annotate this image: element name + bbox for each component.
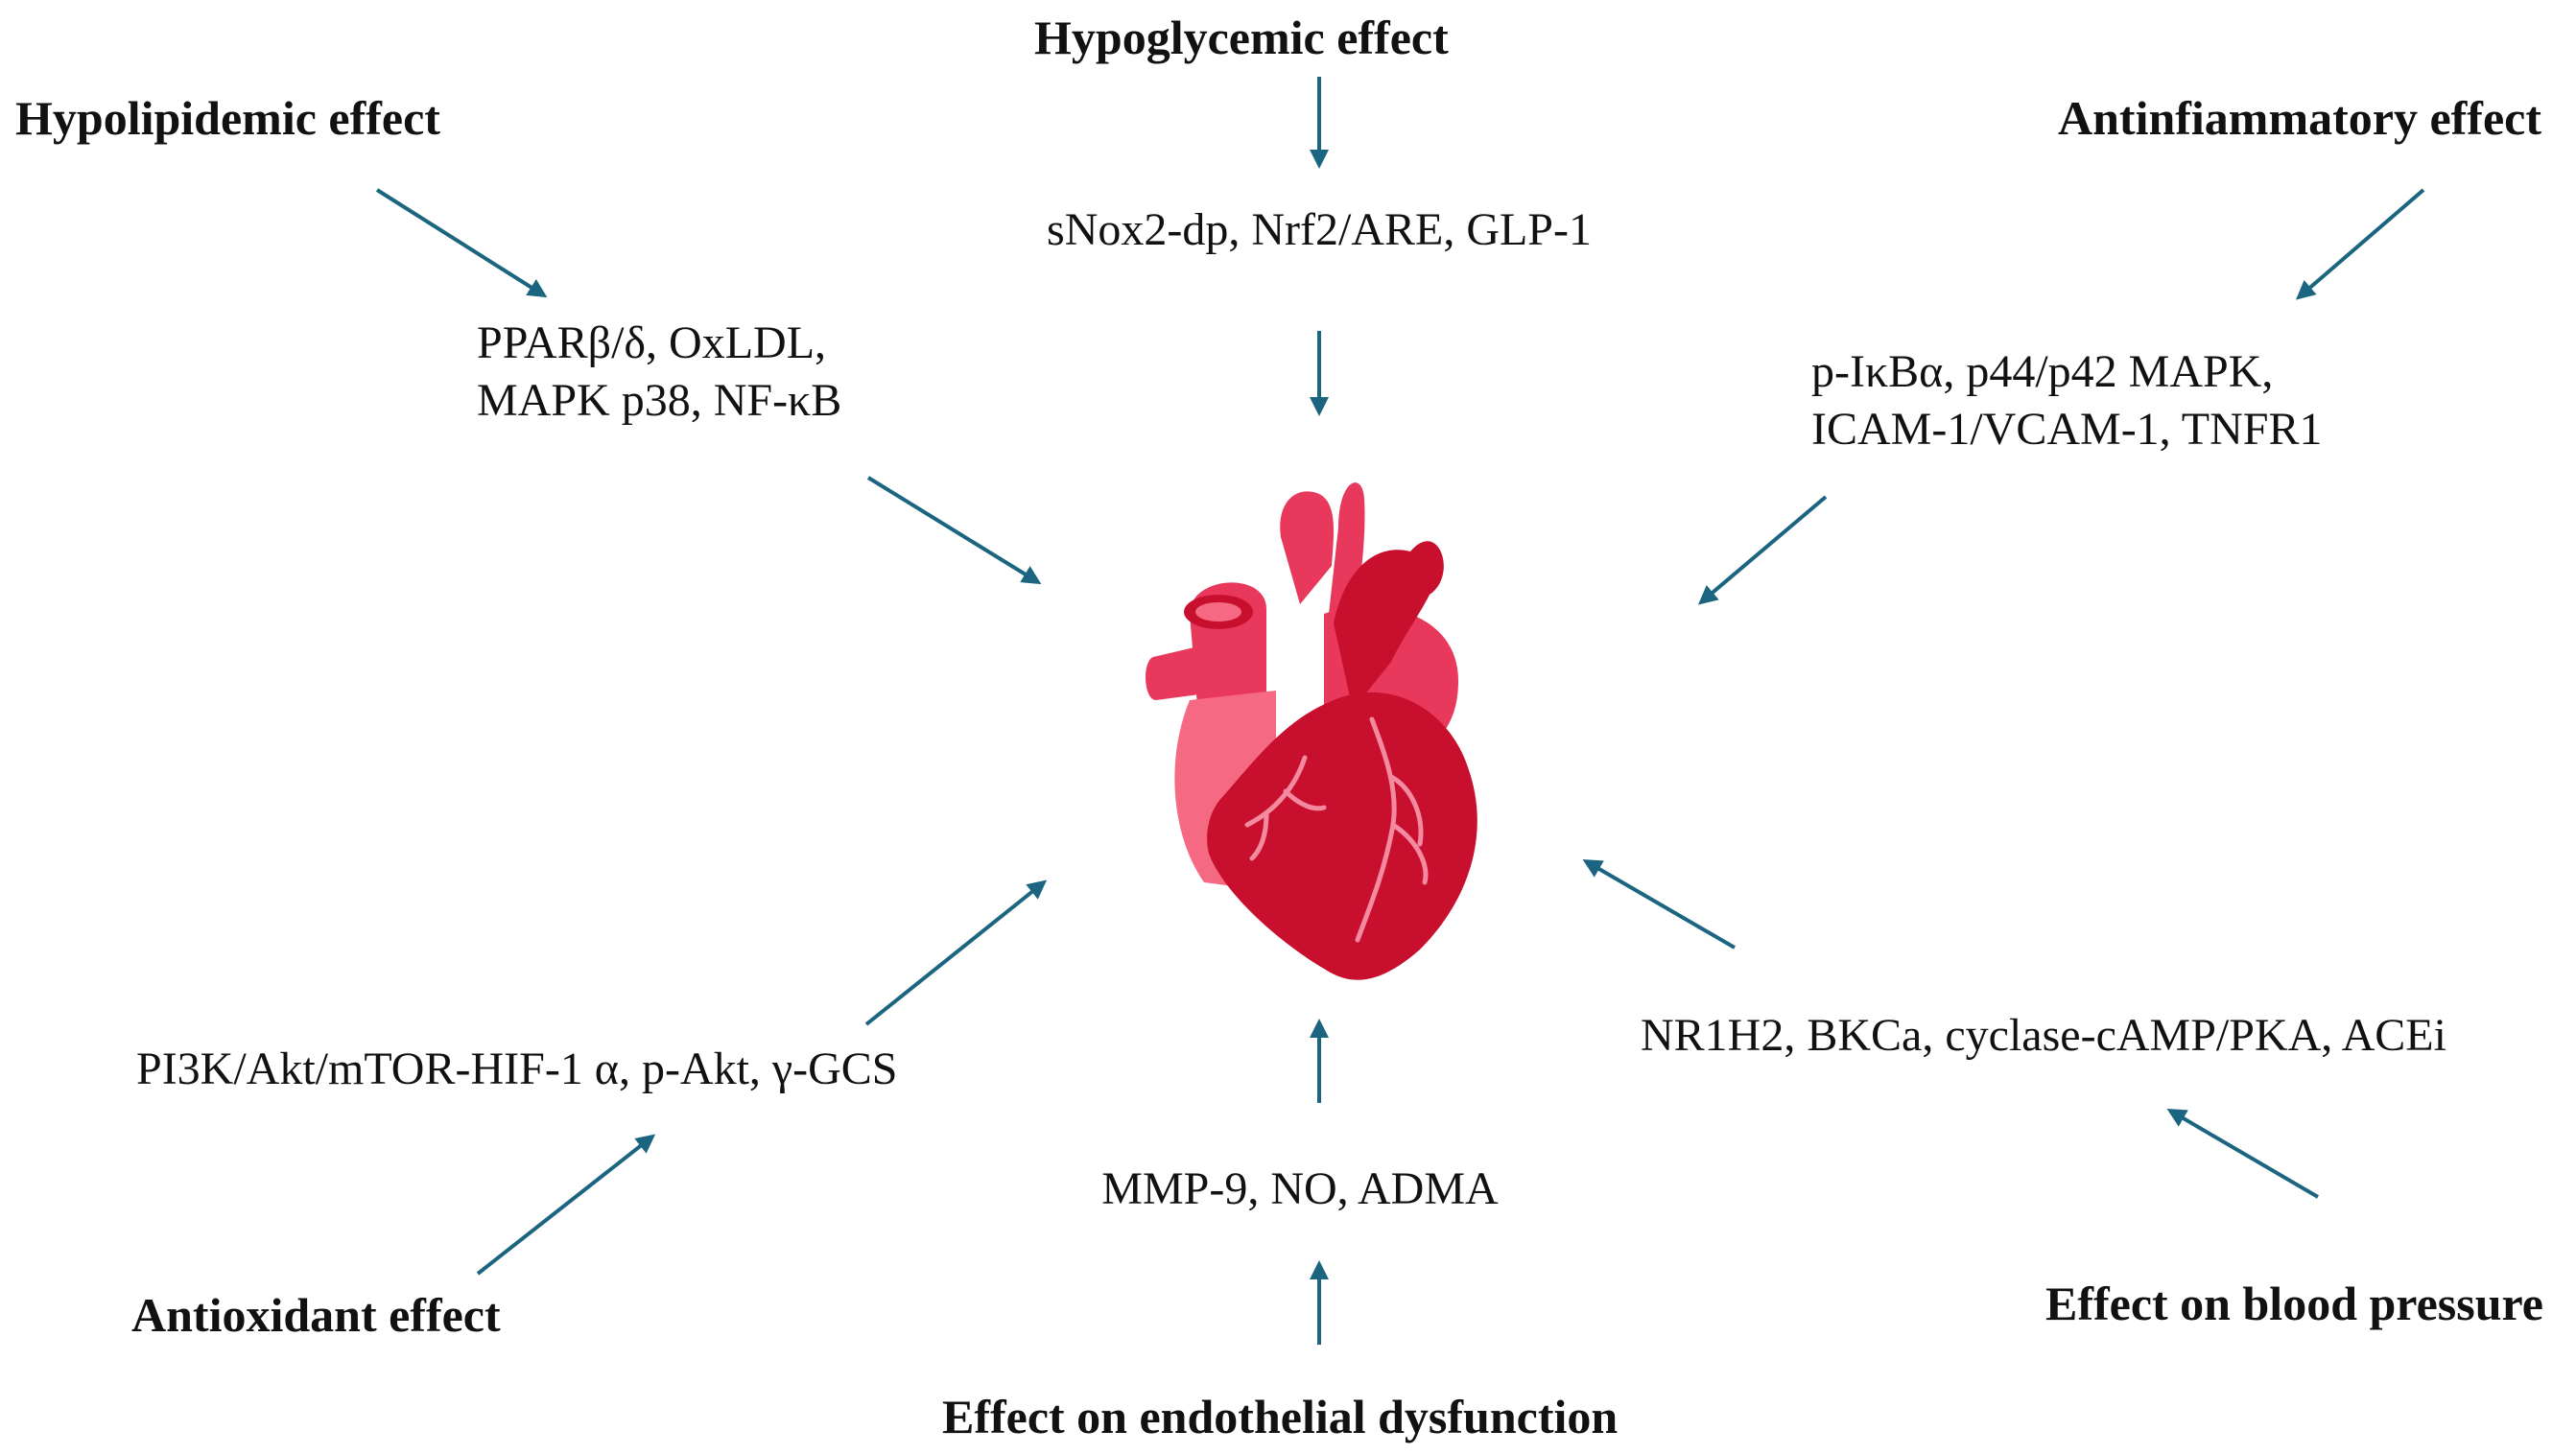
mechanism-line: MAPK p38, NF-κB <box>477 375 842 426</box>
mechanism-line: MMP-9, NO, ADMA <box>1101 1163 1499 1214</box>
arrow-antioxidant-to-mechanism <box>476 1134 656 1276</box>
arrow-blood-pressure-to-mechanism <box>2166 1108 2320 1199</box>
blood-pressure-mechanisms: NR1H2, BKCa, cyclase-cAMP/PKA, ACEi <box>1641 1007 2446 1065</box>
hypolipidemic-effect-title: Hypolipidemic effect <box>15 91 440 145</box>
mechanism-line: PPARβ/δ, OxLDL, <box>477 317 827 368</box>
arrow-antiinflammatory-to-mechanism <box>2295 188 2425 300</box>
antiinflammatory-effect-title: Antinfiammatory effect <box>2058 91 2541 145</box>
heart-icon <box>1146 482 1477 980</box>
mechanism-line: NR1H2, BKCa, cyclase-cAMP/PKA, ACEi <box>1641 1010 2446 1061</box>
blood-pressure-effect-title: Effect on blood pressure <box>2045 1277 2543 1330</box>
mechanism-line: ICAM-1/VCAM-1, TNFR1 <box>1811 404 2323 455</box>
hypoglycemic-effect-title: Hypoglycemic effect <box>1034 11 1449 64</box>
mechanism-line: PI3K/Akt/mTOR-HIF-1 α, p-Akt, γ-GCS <box>136 1044 898 1094</box>
hypoglycemic-mechanisms: sNox2-dp, Nrf2/ARE, GLP-1 <box>998 201 1641 259</box>
arrow-hypolipidemic-to-mechanism <box>375 188 548 298</box>
endothelial-dysfunction-effect-title: Effect on endothelial dysfunction <box>942 1390 1619 1443</box>
arrow-antiinflammatory-mechanism-to-heart <box>1697 495 1828 605</box>
hypolipidemic-mechanisms: PPARβ/δ, OxLDL, MAPK p38, NF-κB <box>477 315 841 430</box>
endothelial-mechanisms: MMP-9, NO, ADMA <box>1065 1161 1535 1218</box>
mechanism-line: p-IκBα, p44/p42 MAPK, <box>1811 346 2274 397</box>
arrow-hypolipidemic-mechanism-to-heart <box>866 476 1042 585</box>
antioxidant-effect-title: Antioxidant effect <box>131 1288 501 1342</box>
arrow-antioxidant-mechanism-to-heart <box>864 879 1048 1026</box>
antioxidant-mechanisms: PI3K/Akt/mTOR-HIF-1 α, p-Akt, γ-GCS <box>136 1041 898 1098</box>
antiinflammatory-mechanisms: p-IκBα, p44/p42 MAPK, ICAM-1/VCAM-1, TNF… <box>1811 343 2323 458</box>
arrow-blood-pressure-mechanism-to-heart <box>1582 858 1737 950</box>
mechanism-line: sNox2-dp, Nrf2/ARE, GLP-1 <box>1047 204 1592 255</box>
